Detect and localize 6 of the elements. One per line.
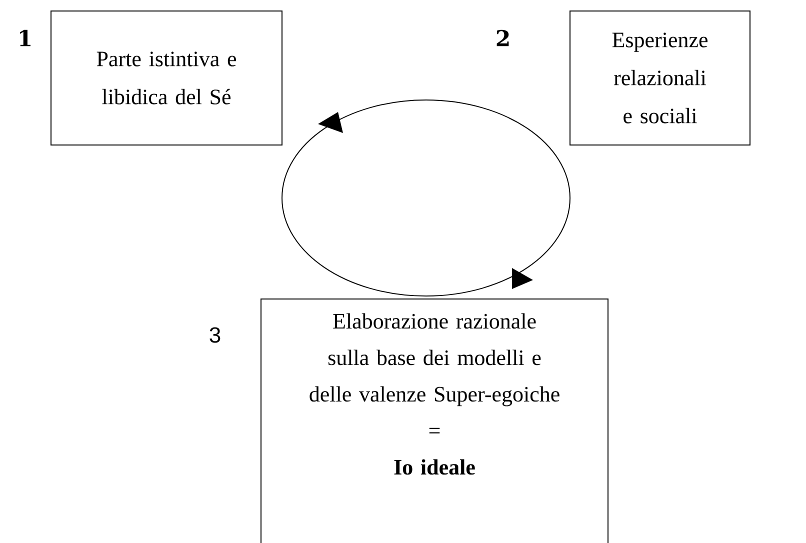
step-number: 2	[496, 30, 509, 46]
process-box: Elaborazione razionale sulla base dei modelli e delle valenze Super-egoiche = Io ideale	[260, 298, 608, 543]
process-box: Parte istintiva e libidica del Sé	[50, 10, 282, 146]
step-number: 3	[210, 327, 220, 343]
process-box: Esperienze relazionali e sociali	[570, 10, 750, 146]
step-number: 1	[20, 30, 30, 46]
